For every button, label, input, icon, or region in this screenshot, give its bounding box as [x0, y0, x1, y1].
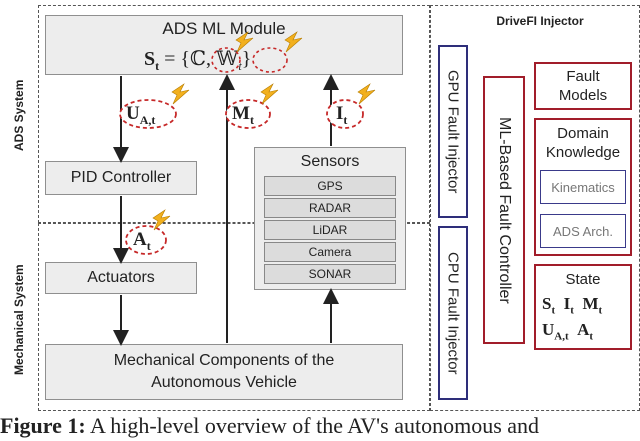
lightning-icon: [235, 31, 254, 53]
state-box: State St It Mt UA,t At: [534, 264, 632, 350]
sensor-radar: RADAR: [264, 198, 396, 218]
lightning-icon: [284, 31, 303, 53]
drivefi-title: DriveFI Injector: [496, 14, 584, 28]
actuators-box: Actuators: [45, 262, 197, 294]
fault-circle-i: [326, 99, 364, 129]
sensor-gps: GPS: [264, 176, 396, 196]
domain-knowledge-title: Domain Knowledge: [545, 125, 621, 161]
fault-models: Fault Models: [534, 62, 632, 110]
sensors-box: Sensors GPS RADAR LiDAR Camera SONAR: [254, 147, 406, 290]
fault-circle-m: [225, 99, 271, 129]
state-row-2: UA,t At: [542, 320, 594, 343]
fault-circle-w: [252, 47, 288, 73]
gpu-fault-injector: GPU Fault Injector: [438, 45, 468, 218]
signal-i: It: [336, 103, 348, 127]
cpu-fault-injector: CPU Fault Injector: [438, 226, 468, 400]
ads-system-region: [38, 5, 430, 223]
figure-caption: Figure 1: A high-level overview of the A…: [0, 413, 540, 438]
mechanical-system-region: [38, 223, 430, 411]
state-row-1: St It Mt: [542, 294, 603, 317]
signal-m: Mt: [232, 103, 254, 127]
signal-a: At: [133, 229, 151, 253]
ads-ml-module: ADS ML Module St = {ℂ, 𝕎t}: [45, 15, 403, 75]
state-equation: St = {ℂ, 𝕎t}: [144, 48, 252, 73]
fault-circle-c: [211, 47, 241, 73]
mechanical-components-box: Mechanical Components of the Autonomous …: [45, 344, 403, 400]
lightning-icon: [357, 83, 376, 105]
ads-arch-box: ADS Arch.: [540, 214, 626, 248]
signal-u: UA,t: [126, 103, 156, 127]
w-symbol: 𝕎: [215, 48, 239, 70]
sensors-title: Sensors: [300, 153, 360, 170]
lightning-icon: [260, 83, 279, 105]
sensor-lidar: LiDAR: [264, 220, 396, 240]
sensor-camera: Camera: [264, 242, 396, 262]
lightning-icon: [171, 83, 190, 105]
ml-fault-controller: ML-Based Fault Controller: [483, 76, 525, 344]
fault-circle-u: [119, 99, 177, 129]
fault-circle-a: [125, 225, 167, 255]
domain-knowledge: Domain Knowledge Kinematics ADS Arch.: [534, 118, 632, 256]
ml-module-title: ADS ML Module: [162, 19, 286, 38]
sensor-sonar: SONAR: [264, 264, 396, 284]
c-symbol: ℂ: [190, 48, 206, 70]
lightning-icon: [152, 209, 171, 231]
state-title: State: [565, 270, 601, 288]
kinematics-box: Kinematics: [540, 170, 626, 204]
